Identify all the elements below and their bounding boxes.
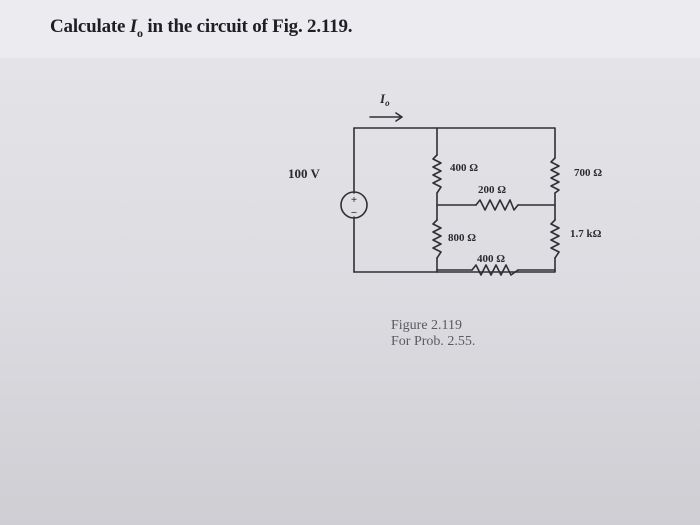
figure-caption: Figure 2.119 For Prob. 2.55. [391, 318, 551, 350]
label-700: 700 Ω [574, 167, 602, 179]
problem-suffix: in the circuit of Fig. 2.119. [142, 16, 353, 37]
label-1-7k: 1.7 kΩ [570, 228, 602, 240]
voltage-source-icon [340, 191, 368, 219]
label-400-top: 400 Ω [450, 162, 478, 174]
source-plus: + [351, 194, 357, 206]
wire-top [353, 127, 556, 159]
resistor-1-7k [550, 219, 560, 259]
source-voltage-label: 100 V [288, 166, 321, 181]
resistor-400-top [432, 154, 442, 194]
resistor-700 [550, 157, 560, 194]
source-minus: − [351, 207, 357, 219]
label-200: 200 Ω [478, 184, 506, 196]
current-variable: I [129, 16, 137, 37]
resistor-200 [475, 199, 519, 211]
problem-prefix: Calculate [50, 16, 130, 37]
problem-statement: Calculate Io in the circuit of Fig. 2.11… [50, 16, 353, 41]
current-variable-subscript: o [137, 25, 143, 40]
current-arrow-icon [369, 112, 403, 122]
header-band [0, 0, 700, 58]
problem-reference: For Prob. 2.55. [391, 334, 476, 349]
label-400-bottom: 400 Ω [477, 253, 505, 265]
figure-number: Figure 2.119 [391, 318, 463, 333]
label-800: 800 Ω [448, 232, 476, 244]
resistor-800 [432, 219, 442, 259]
resistor-400-bottom [471, 264, 519, 276]
wire-bottom [353, 257, 556, 273]
current-label: Io [379, 91, 390, 108]
